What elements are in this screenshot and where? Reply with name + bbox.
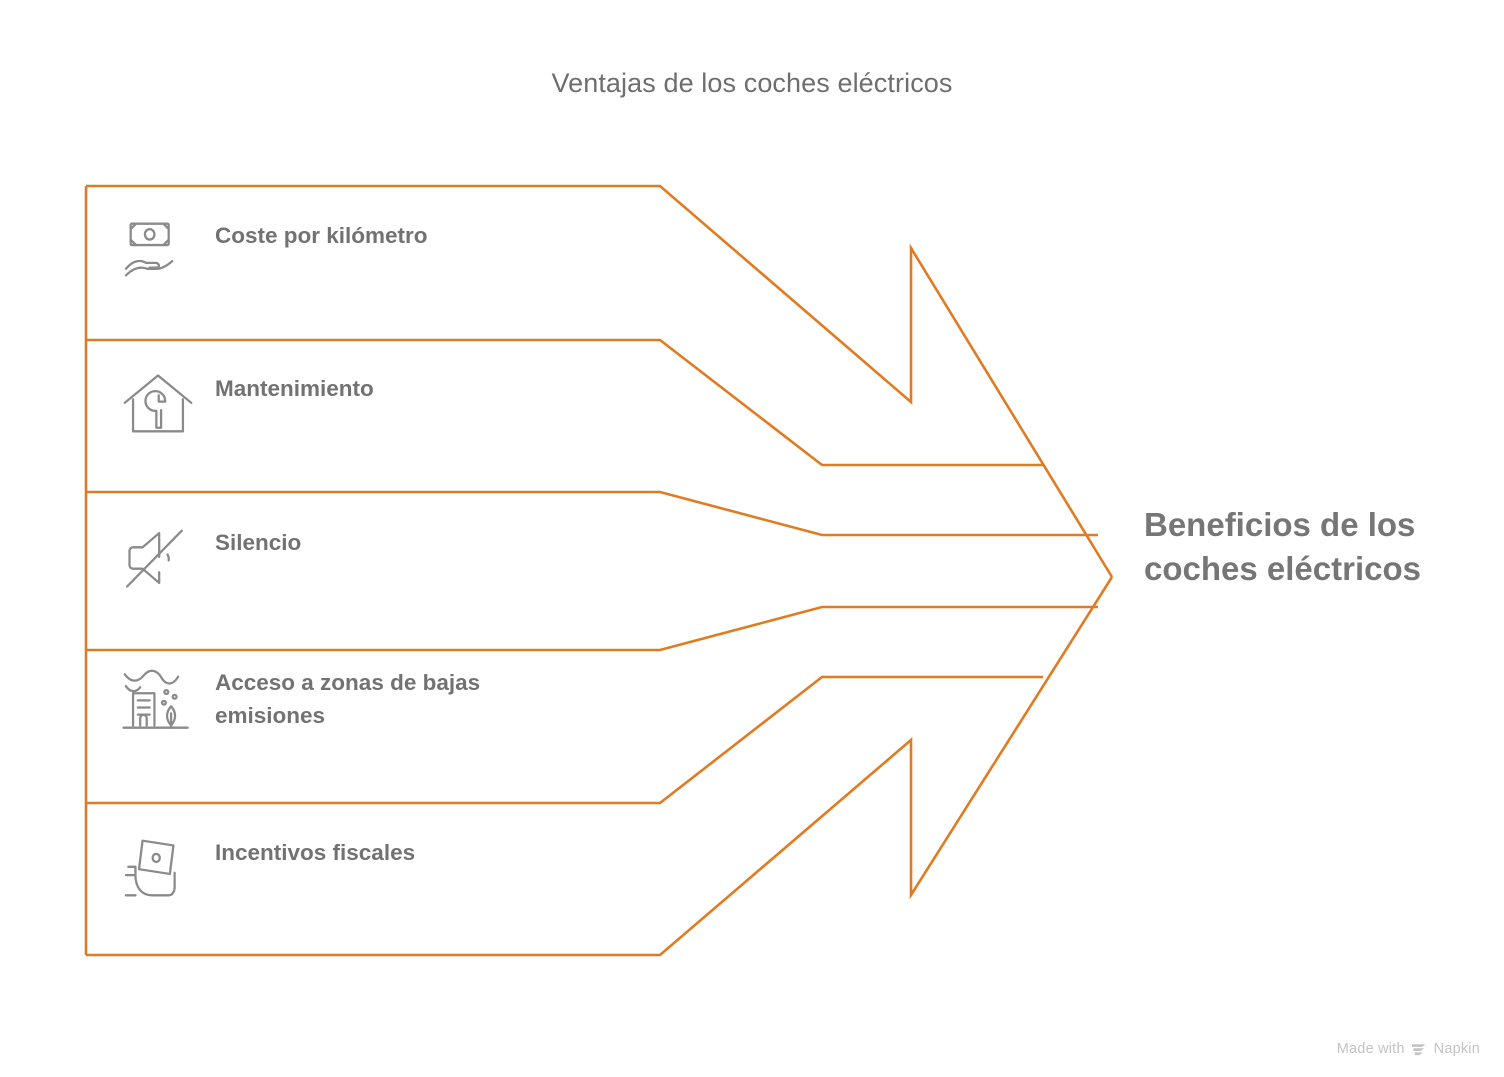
speaker-muted-icon bbox=[120, 520, 196, 596]
band-item-3[interactable]: Silencio bbox=[86, 520, 646, 596]
arrow-band-3 bbox=[86, 490, 1098, 537]
napkin-logo-icon bbox=[1411, 1042, 1428, 1057]
band-label-1: Coste por kilómetro bbox=[215, 223, 428, 248]
city-smog-icon bbox=[120, 660, 196, 736]
band-item-5[interactable]: Incentivos fiscales bbox=[86, 830, 646, 906]
arrow-bottom-edge bbox=[86, 576, 1114, 957]
outcome-label: Beneficios de los coches eléctricos bbox=[1144, 506, 1421, 587]
band-item-2[interactable]: Mantenimiento bbox=[86, 366, 646, 442]
arrow-band-2 bbox=[86, 338, 1043, 467]
arrow-band-4 bbox=[86, 605, 1098, 652]
band-item-1[interactable]: Coste por kilómetro bbox=[86, 213, 646, 289]
band-item-4[interactable]: Acceso a zonas de bajas emisiones bbox=[86, 660, 646, 736]
hand-holding-money-icon bbox=[120, 213, 196, 289]
napkin-brand-text: Napkin bbox=[1433, 1041, 1480, 1057]
made-with-text: Made with bbox=[1336, 1041, 1405, 1057]
band-label-4: Acceso a zonas de bajas emisiones bbox=[215, 670, 481, 729]
made-with-napkin-credit[interactable]: Made with Napkin bbox=[1337, 1041, 1480, 1057]
page-title: Ventajas de los coches eléctricos bbox=[551, 68, 953, 98]
arrow-band-1 bbox=[86, 184, 1114, 578]
band-label-3: Silencio bbox=[215, 530, 302, 555]
band-label-5: Incentivos fiscales bbox=[215, 840, 416, 865]
hand-holding-banknote-icon bbox=[120, 830, 196, 906]
house-wrench-icon bbox=[120, 366, 196, 442]
arrow-band-5 bbox=[86, 675, 1043, 805]
band-label-2: Mantenimiento bbox=[215, 376, 374, 401]
